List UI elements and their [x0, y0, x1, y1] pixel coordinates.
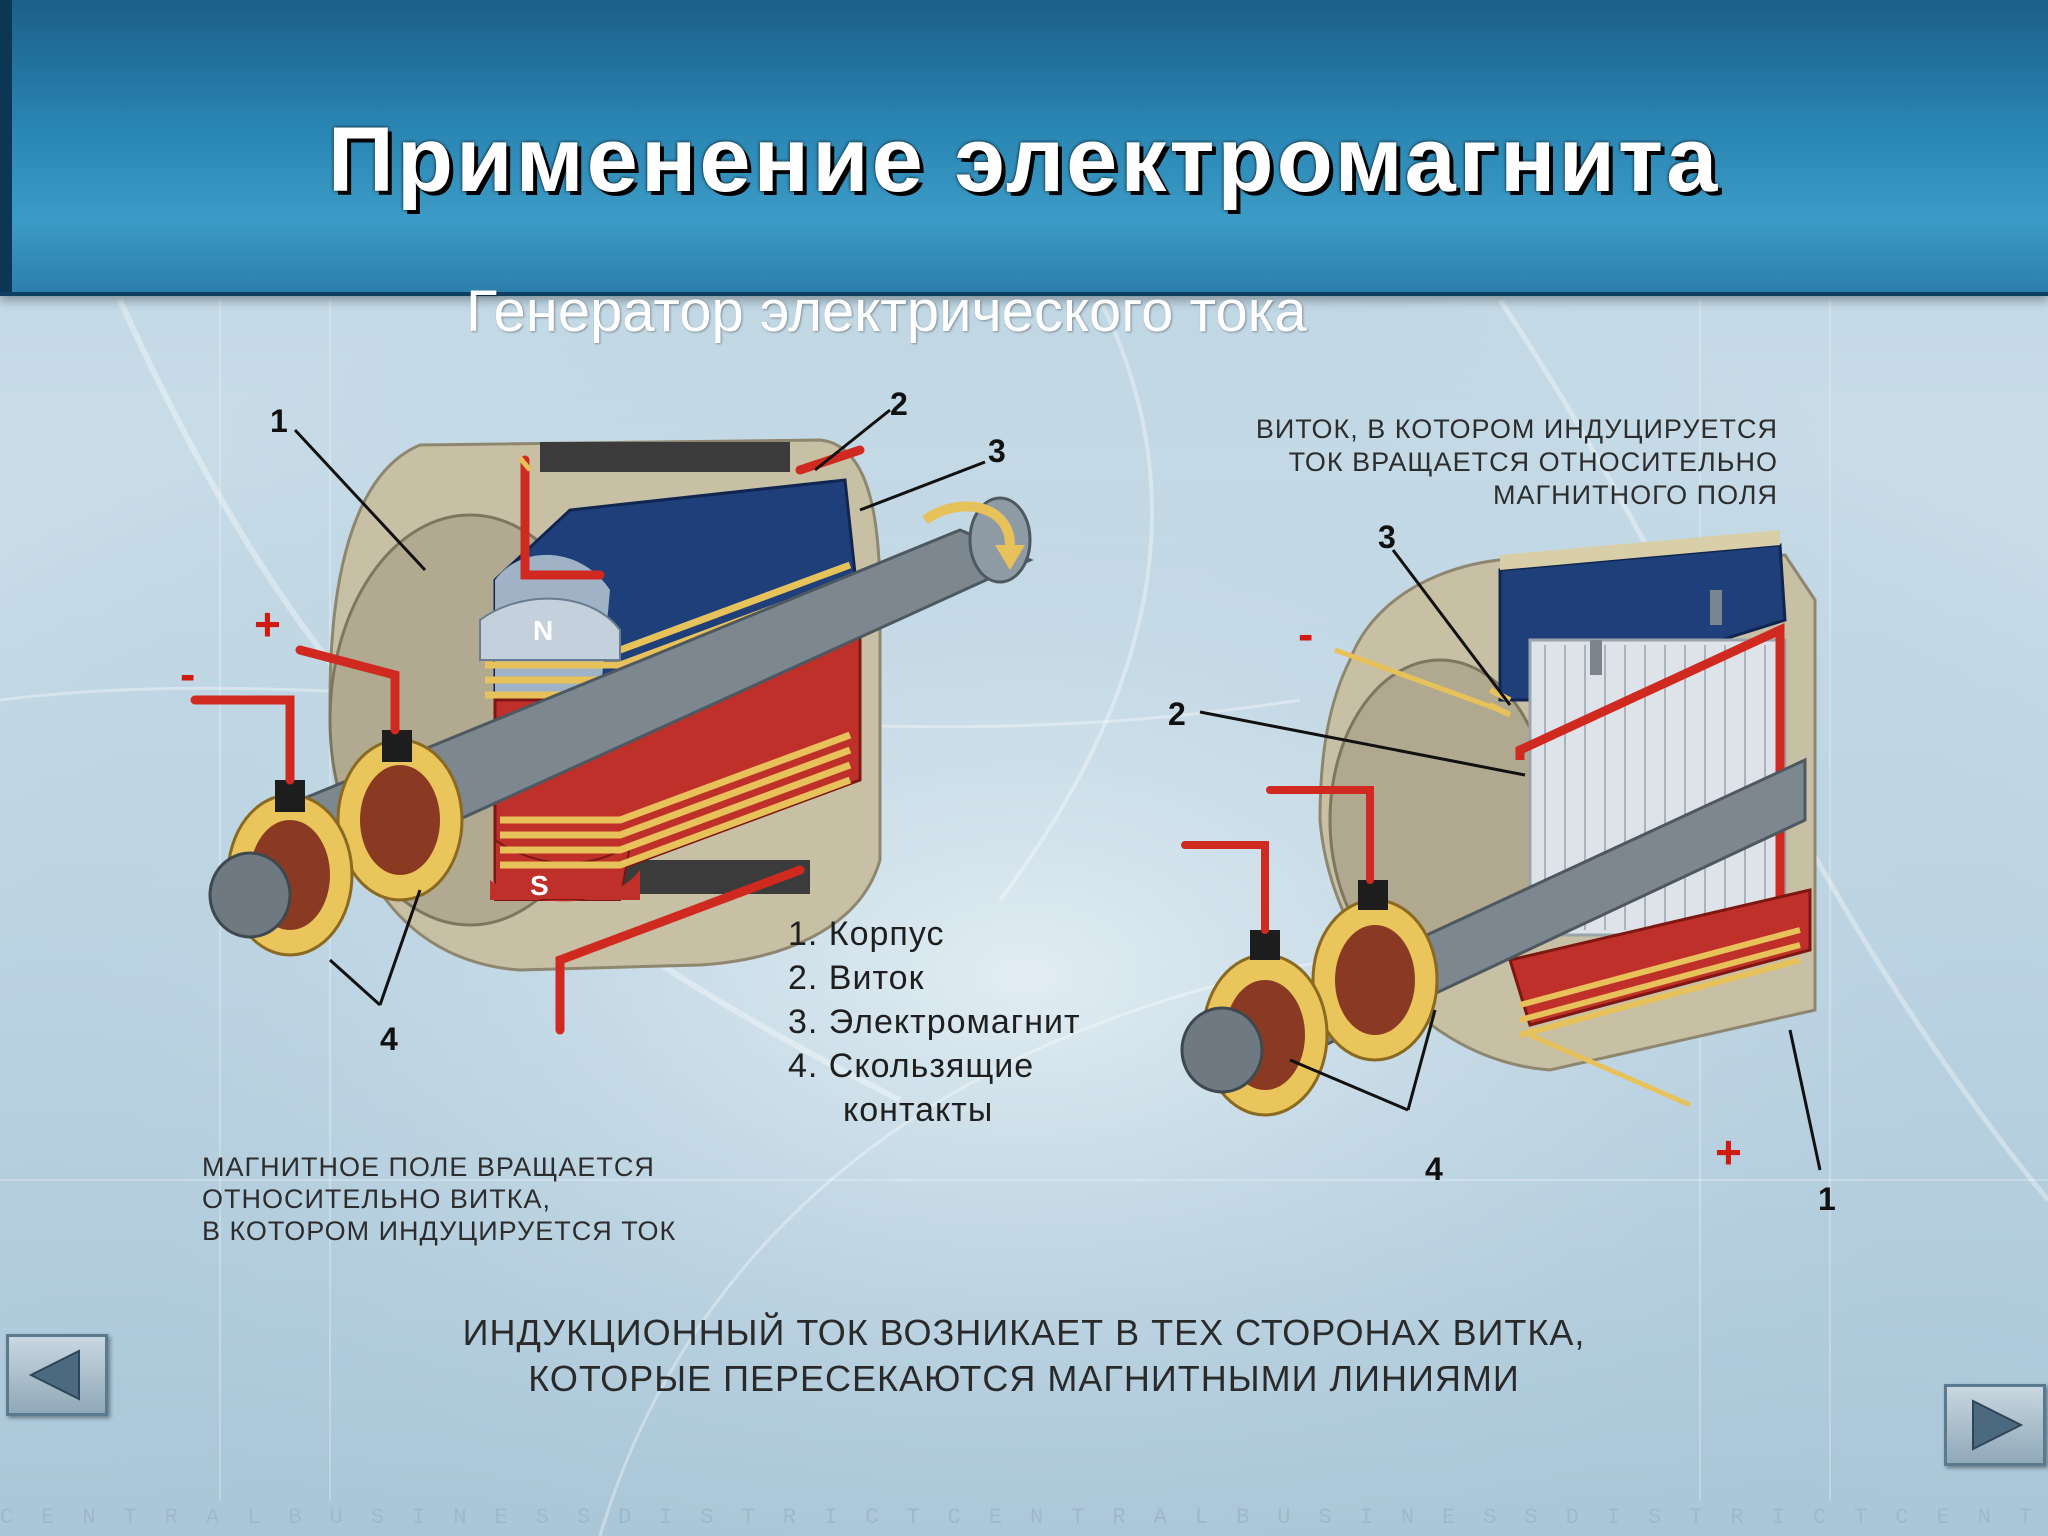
right-caption-line-1: ВИТОК, В КОТОРОМ ИНДУЦИРУЕТСЯ — [1256, 414, 1778, 444]
next-slide-button[interactable] — [1944, 1384, 2046, 1466]
left-plus-sign: + — [254, 598, 281, 650]
footer-watermark: CENTRALBUSINESSDISTRICTCENTRALBUSINESSDI… — [0, 1505, 2048, 1530]
right-label-4: 4 — [1425, 1151, 1443, 1187]
left-label-3: 3 — [988, 433, 1006, 469]
triangle-left-icon — [28, 1349, 80, 1401]
induction-explanation: ИНДУКЦИОННЫЙ ТОК ВОЗНИКАЕТ В ТЕХ СТОРОНА… — [0, 1310, 2048, 1402]
legend-item: 2. Виток — [788, 959, 925, 997]
left-label-2: 2 — [890, 386, 908, 422]
component-legend: 1. Корпус 2. Виток 3. Электромагнит 4. С… — [788, 912, 1081, 1132]
right-generator-illustration — [1180, 530, 1822, 1171]
previous-slide-button[interactable] — [6, 1334, 108, 1416]
right-label-1: 1 — [1818, 1181, 1836, 1217]
pole-s-label: S — [530, 870, 549, 901]
pole-n-label: N — [533, 615, 553, 646]
right-label-3: 3 — [1378, 519, 1396, 555]
right-minus-sign: - — [1298, 608, 1313, 660]
legend-item: 1. Корпус — [788, 915, 945, 953]
legend-item-continuation: контакты — [843, 1091, 994, 1129]
left-caption-line-2: ОТНОСИТЕЛЬНО ВИТКА, — [202, 1184, 551, 1214]
right-plus-sign: + — [1715, 1126, 1742, 1178]
right-caption-line-2: ТОК ВРАЩАЕТСЯ ОТНОСИТЕЛЬНО — [1289, 447, 1778, 477]
triangle-right-icon — [1972, 1399, 2024, 1451]
left-generator-illustration — [190, 408, 1034, 1035]
left-caption-line-1: МАГНИТНОЕ ПОЛЕ ВРАЩАЕТСЯ — [202, 1152, 655, 1182]
header-edge — [0, 0, 12, 292]
legend-item: 4. Скользящие — [788, 1047, 1035, 1085]
right-caption-line-3: МАГНИТНОГО ПОЛЯ — [1493, 480, 1778, 510]
explanation-line-2: КОТОРЫЕ ПЕРЕСЕКАЮТСЯ МАГНИТНЫМИ ЛИНИЯМИ — [528, 1358, 1520, 1399]
right-label-2: 2 — [1168, 696, 1186, 732]
slide-header — [0, 0, 2048, 296]
slide-subtitle: Генератор электрического тока — [466, 279, 1307, 344]
slide-title: Применение электромагнита — [327, 109, 1721, 211]
explanation-line-1: ИНДУКЦИОННЫЙ ТОК ВОЗНИКАЕТ В ТЕХ СТОРОНА… — [462, 1312, 1586, 1353]
left-caption-line-3: В КОТОРОМ ИНДУЦИРУЕТСЯ ТОК — [202, 1216, 676, 1246]
left-label-1: 1 — [270, 403, 288, 439]
left-label-4: 4 — [380, 1021, 398, 1057]
left-minus-sign: - — [180, 648, 195, 700]
legend-item: 3. Электромагнит — [788, 1003, 1081, 1041]
